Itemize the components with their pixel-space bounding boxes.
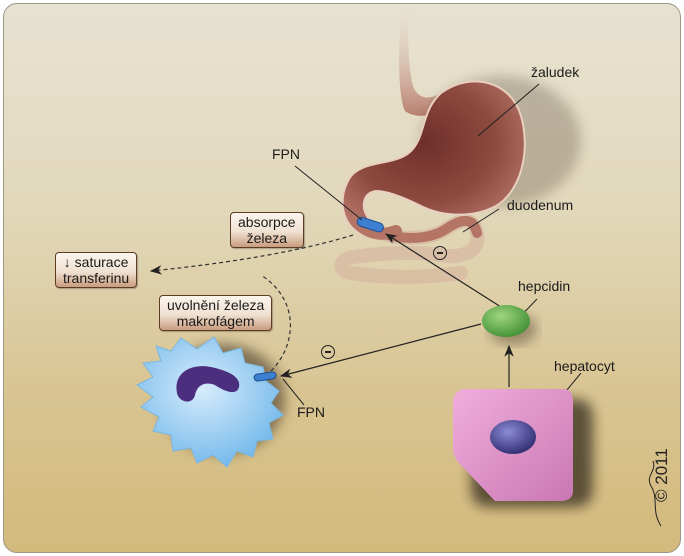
inhibition-icon-duodenum [433,246,447,260]
label-duodenum: duodenum [507,197,574,213]
box-iron-absorption-line2: železa [246,230,288,246]
diagram-graphics [136,11,662,527]
diagram-canvas: žaludek FPN duodenum hepcidin hepatocyt … [3,3,681,553]
inhibition-icon-macrophage [321,345,335,359]
absorption-dashed-path [149,234,354,275]
copyright-notice: © 2011 [652,448,671,502]
box-iron-absorption: absorpce železa [230,212,304,248]
box-macrophage-iron-release-line1: uvolnění železa [167,297,265,313]
label-fpn-duodenum: FPN [272,146,300,162]
box-transferrin-saturation-line2: transferinu [63,270,130,286]
ferroportin-duodenum [356,216,384,233]
box-macrophage-iron-release: uvolnění železa makrofágem [159,295,273,331]
macrophage [136,336,284,468]
label-hepcidin: hepcidin [518,278,571,294]
box-transferrin-saturation-line1: ↓ saturace [63,254,129,270]
box-iron-absorption-line1: absorpce [238,214,296,230]
label-hepatocyte: hepatocyt [554,358,615,374]
label-fpn-macrophage: FPN [297,404,325,420]
hepcidin-to-macrophage-fpn-arrow [279,323,482,378]
hepcidin-to-duodenal-fpn-arrow [384,233,502,308]
ferroportin-macrophage [253,371,277,382]
stomach [341,80,526,236]
esophagus [399,11,447,116]
macrophage-nucleus [176,366,240,402]
hepcidin-molecule [482,305,530,337]
release-dashed-path [260,274,291,372]
box-macrophage-iron-release-line2: makrofágem [176,313,255,329]
artist-signature [648,460,662,527]
box-transferrin-saturation: ↓ saturace transferinu [55,252,138,288]
hepatocyte-nucleus [490,420,536,454]
label-stomach: žaludek [531,64,580,80]
